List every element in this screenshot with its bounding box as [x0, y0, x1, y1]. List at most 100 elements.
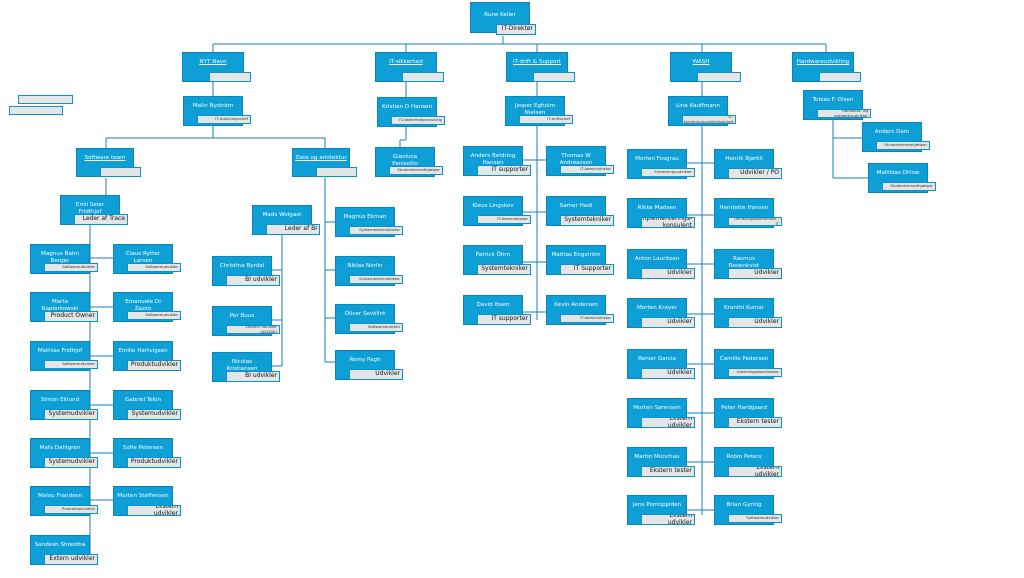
person-title: Extern udvikler — [44, 554, 98, 565]
person-title: IT supporter — [477, 314, 531, 325]
person-title: Forretningsudvikler — [641, 168, 695, 177]
person-title: Produktudvikler — [127, 457, 181, 468]
dept-it-drift-support[interactable]: IT-drift & Support — [506, 52, 576, 83]
person-title: BI udvikler — [226, 275, 280, 286]
person-title: Softwareudvikler — [44, 263, 98, 272]
dept-bar — [402, 72, 444, 82]
dept-data-og-arkitektur[interactable]: Data og arkitektur — [292, 148, 358, 178]
person-title: Udvikler — [641, 268, 695, 279]
dept-bar — [533, 72, 575, 82]
legend-bar-2 — [9, 106, 63, 115]
person-title: IT-driftschef — [519, 115, 573, 124]
person-title: Produktudvikler — [127, 360, 181, 371]
person-title: Udvikler / PO — [728, 168, 782, 179]
person-title: IT-forretningsudviklingschef — [682, 115, 736, 124]
person-title: Softwareudvikler — [44, 360, 98, 369]
dept-wash[interactable]: WASH — [670, 52, 742, 83]
person-title: IT Supporter — [560, 264, 614, 275]
dept-nyt-navn[interactable]: NYT Navn — [182, 52, 252, 83]
legend-bar-1 — [18, 95, 73, 104]
dept-software-team[interactable]: Software team — [76, 148, 142, 178]
person-title: IT-Administrator — [477, 215, 531, 224]
person-title: IT-Administrator — [560, 314, 614, 323]
person-title: Softwareudvikler — [127, 263, 181, 272]
person-title: Ekstern tester — [641, 466, 695, 477]
person-title: Udviklingskoordinator - IT — [728, 217, 782, 226]
person-title: Udviklingskoordinator — [728, 368, 782, 377]
person-title: IT supporter — [477, 165, 531, 176]
dept-bar — [316, 167, 357, 177]
person-title: Ekstern udvikler — [728, 466, 782, 477]
person-title: Udvikler — [641, 368, 695, 379]
person-title: Systemudvikler — [44, 457, 98, 468]
person-title: Softwareudvikler — [728, 514, 782, 523]
root-node[interactable]: Rune Keller IT-Direktør — [470, 2, 536, 36]
person-title: Studentermedhjælper — [389, 166, 443, 175]
dept-hardwareudvikling[interactable]: Hardwareudvikling — [792, 52, 862, 83]
dept-it-sikkerhed[interactable]: IT-sikkerhed — [375, 52, 445, 83]
person-title: Systemtekniker — [477, 264, 531, 275]
person-title: Udvikler — [728, 317, 782, 328]
person-title: Leder af BI — [266, 224, 320, 235]
person-title: Produktspecialist — [44, 505, 98, 514]
person-title: BI udvikler — [226, 371, 280, 382]
person-title: Udvikler — [728, 268, 782, 279]
